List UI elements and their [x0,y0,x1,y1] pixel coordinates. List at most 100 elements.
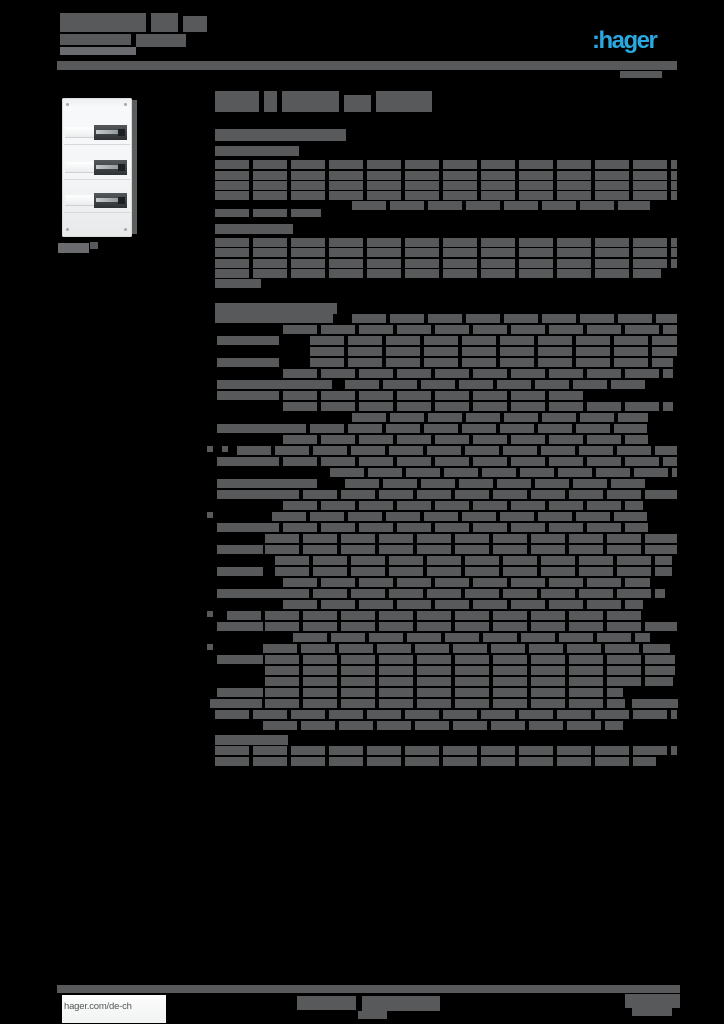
redacted-text-bar [352,314,677,323]
redacted-text-bar [217,424,279,433]
redacted-text-bar [264,91,277,112]
redacted-text-bar [272,512,647,521]
redacted-text-bar [265,534,677,543]
redacted-text-bar [362,996,440,1011]
redacted-text-bar [237,446,677,455]
redacted-text-bar [217,545,263,554]
redacted-text-bar [215,259,677,268]
redacted-text-bar [297,996,356,1010]
redacted-text-bar [57,61,677,70]
product-image-shadow [132,100,137,234]
redacted-text-bar [90,242,98,249]
redacted-text-bar [227,611,643,620]
redacted-text-bar [215,181,677,190]
redacted-text-bar [310,358,673,367]
redacted-text-bar [215,238,677,247]
redacted-text-bar [283,435,648,444]
redacted-bullet [207,644,213,650]
panel-groove [64,179,130,180]
panel-groove [64,212,130,213]
redacted-text-bar [275,556,672,565]
footer-url-box: hager.com/de-ch [62,995,166,1023]
redacted-text-bar [265,666,675,675]
redacted-text-bar [265,655,675,664]
din-rail-row-1 [65,125,129,140]
redacted-bullet [207,611,213,617]
redacted-bullet [207,446,213,452]
redacted-text-bar [265,677,673,686]
redacted-text-bar [265,688,623,697]
redacted-text-bar [215,303,337,314]
redacted-text-bar [283,391,583,400]
redacted-text-bar [345,380,645,389]
redacted-text-bar [265,490,677,499]
redacted-text-bar [352,413,648,422]
redacted-text-bar [215,269,661,278]
redacted-text-bar [215,248,677,257]
redacted-text-bar [217,589,279,598]
redacted-text-bar [217,391,279,400]
redacted-text-bar [215,209,321,217]
redacted-text-bar [215,146,299,156]
din-rail-row-2 [65,160,129,175]
redacted-text-bar [283,578,650,587]
screw-dot [124,103,127,106]
redacted-text-bar [632,699,678,708]
redacted-text-bar [352,201,650,210]
redacted-text-bar [215,91,259,112]
breaker-device [94,193,127,208]
redacted-text-bar [58,243,89,253]
screw-dot [124,228,127,231]
redacted-text-bar [217,336,279,345]
redacted-text-bar [215,160,677,169]
product-image-distribution-board [62,98,132,237]
redacted-text-bar [217,457,279,466]
redacted-text-bar [283,600,643,609]
redacted-text-bar [136,34,186,47]
redacted-text-bar [283,457,677,466]
footer-url-link[interactable]: hager.com/de-ch [64,1001,132,1012]
redacted-text-bar [217,655,263,664]
redacted-text-bar [60,47,136,55]
redacted-text-bar [217,688,263,697]
redacted-text-bar [215,129,346,141]
redacted-text-bar [215,171,677,180]
redacted-text-bar [217,523,279,532]
redacted-text-bar [215,735,288,745]
redacted-text-bar [215,710,677,719]
redacted-text-bar [282,91,339,112]
redacted-text-bar [620,71,662,78]
redacted-text-bar [265,545,677,554]
redacted-text-bar [210,699,262,708]
redacted-text-bar [283,402,673,411]
rail-slot [65,195,94,206]
redacted-text-bar [217,380,332,389]
redacted-text-bar [217,567,263,576]
hager-logo: :hager [592,27,658,54]
redacted-text-bar [275,589,665,598]
redacted-text-bar [183,16,207,32]
breaker-device [94,160,127,175]
redacted-text-bar [60,13,146,32]
redacted-text-bar [265,699,625,708]
redacted-text-bar [215,314,333,323]
redacted-text-bar [215,746,677,755]
redacted-text-bar [293,633,650,642]
redacted-text-bar [263,721,623,730]
redacted-text-bar [151,13,178,32]
rail-slot [65,162,94,173]
redacted-text-bar [283,369,673,378]
screw-dot [66,103,69,106]
din-rail-row-3 [65,193,129,208]
redacted-text-bar [283,523,648,532]
redacted-text-bar [376,91,432,112]
redacted-text-bar [263,644,670,653]
redacted-text-bar [217,490,279,499]
redacted-text-bar [217,479,317,488]
redacted-text-bar [345,479,645,488]
redacted-text-bar [310,336,677,345]
panel-groove [64,144,130,145]
redacted-text-bar [217,358,279,367]
breaker-device [94,125,127,140]
